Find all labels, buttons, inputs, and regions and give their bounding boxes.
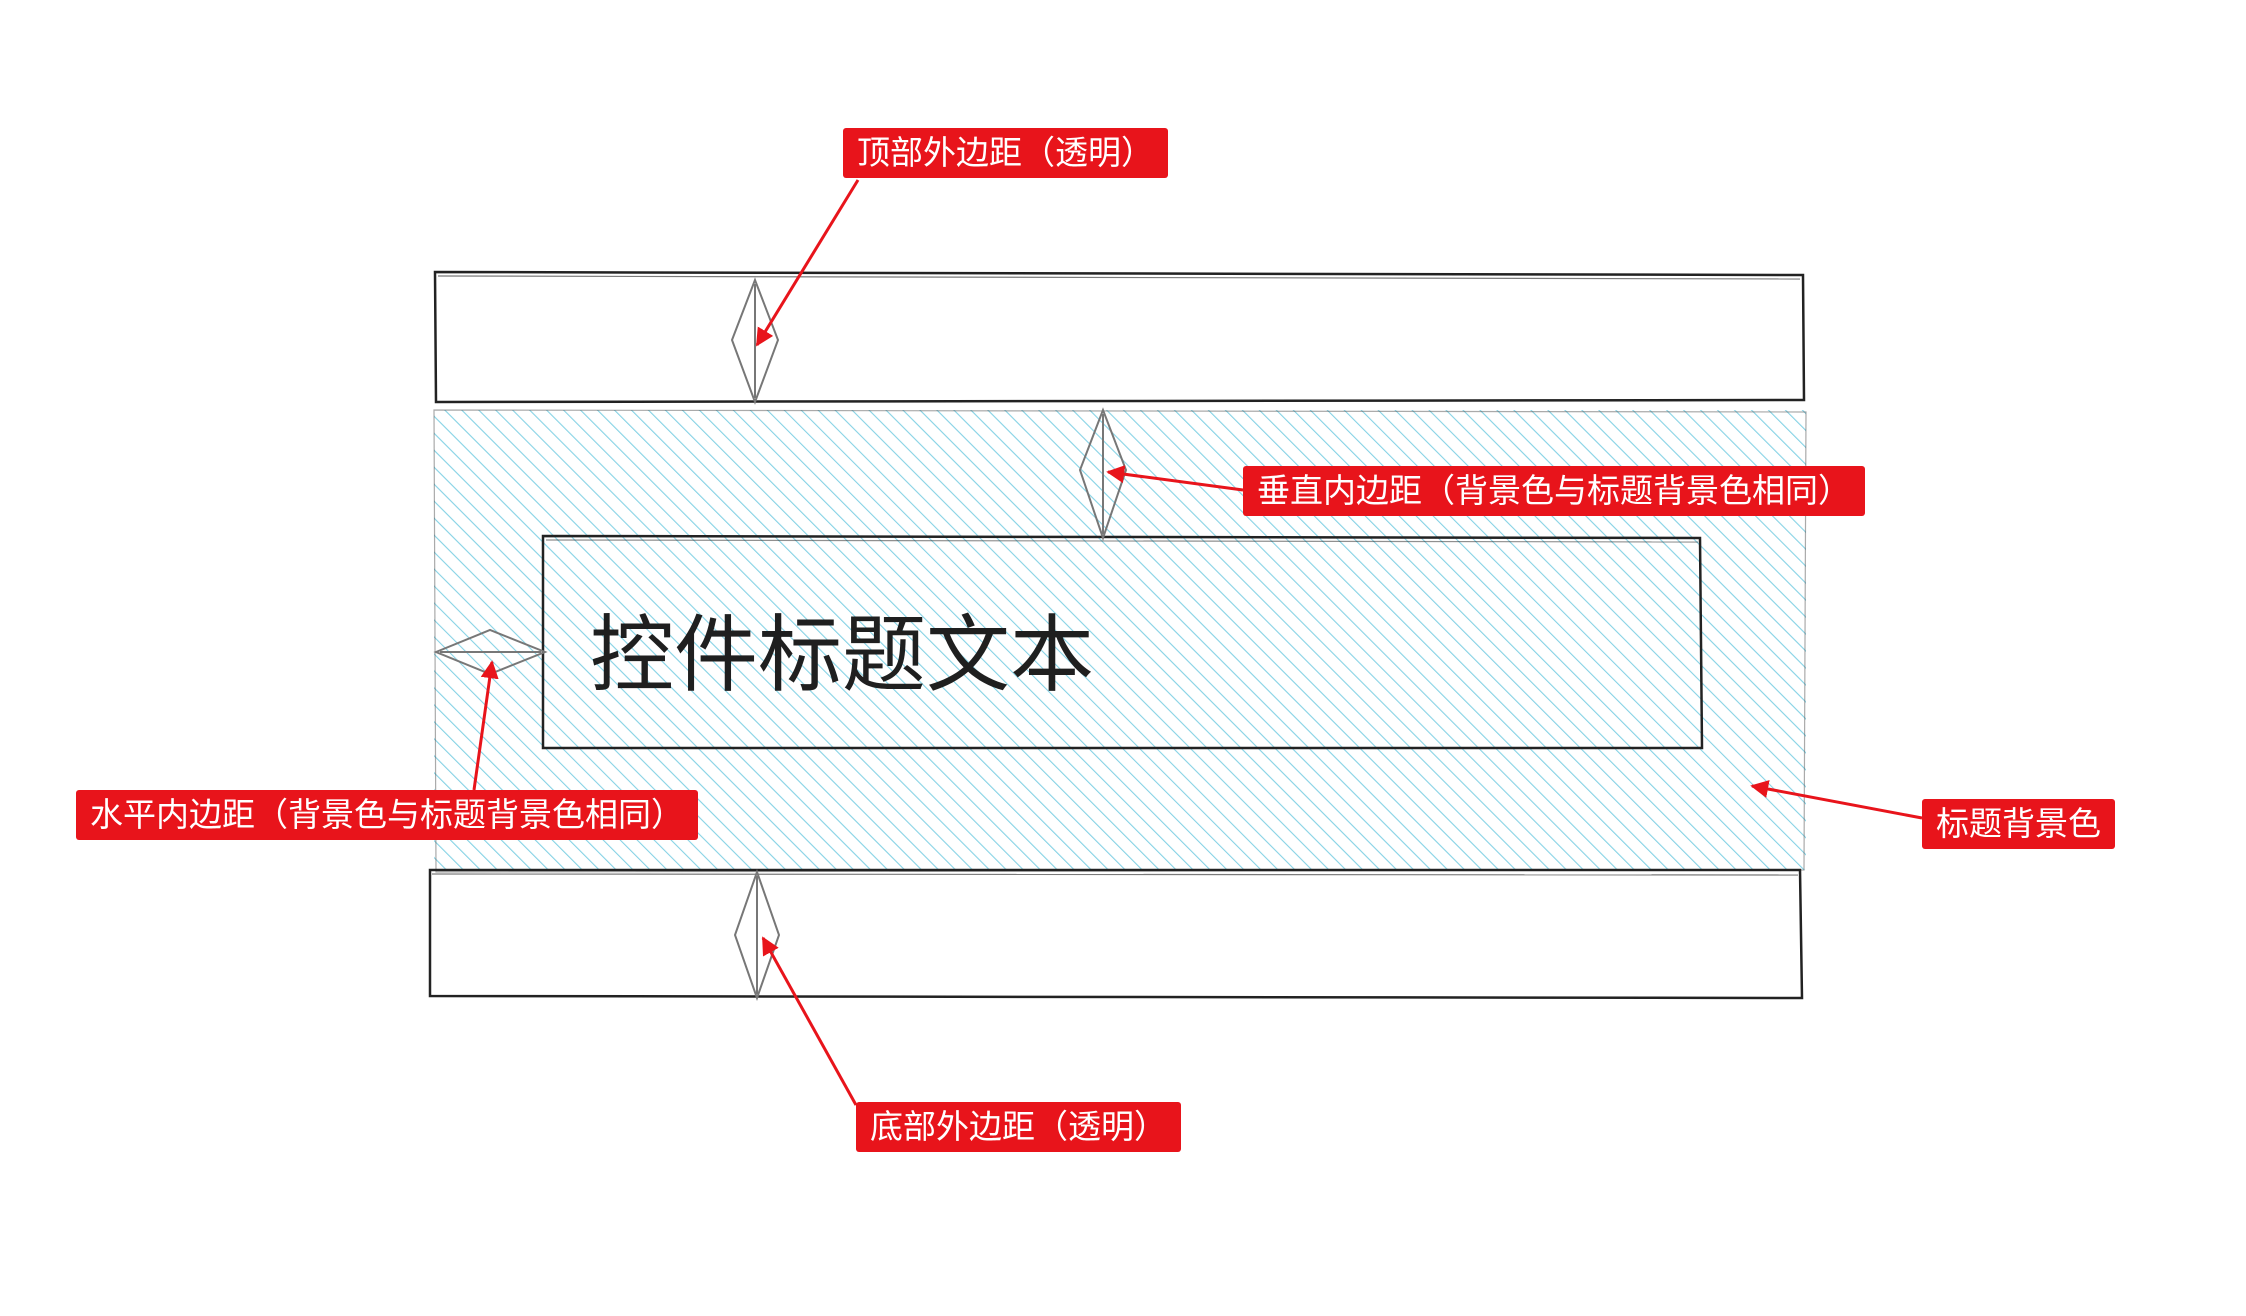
arrow-bottom-margin [761,936,858,1106]
callout-top-margin: 顶部外边距（透明） [843,128,1168,178]
arrow-vertical-padding [1106,465,1244,492]
top-margin-box [433,270,1806,404]
arrow-top-margin [755,179,860,347]
widget-title-text: 控件标题文本 [590,606,1095,704]
callout-bottom-margin: 底部外边距（透明） [856,1102,1181,1152]
arrow-horizontal-padding [472,660,499,791]
vertical-padding-marker [1078,407,1128,542]
callout-vertical-padding: 垂直内边距（背景色与标题背景色相同） [1243,466,1865,516]
bottom-margin-marker [733,868,781,1002]
arrow-title-background [1750,780,1923,820]
top-margin-marker [730,277,780,405]
callout-title-background: 标题背景色 [1922,799,2115,849]
callout-horizontal-padding: 水平内边距（背景色与标题背景色相同） [76,790,698,840]
horizontal-padding-marker [433,628,548,676]
bottom-margin-box [428,868,1804,1000]
title-text-box [541,534,1704,750]
